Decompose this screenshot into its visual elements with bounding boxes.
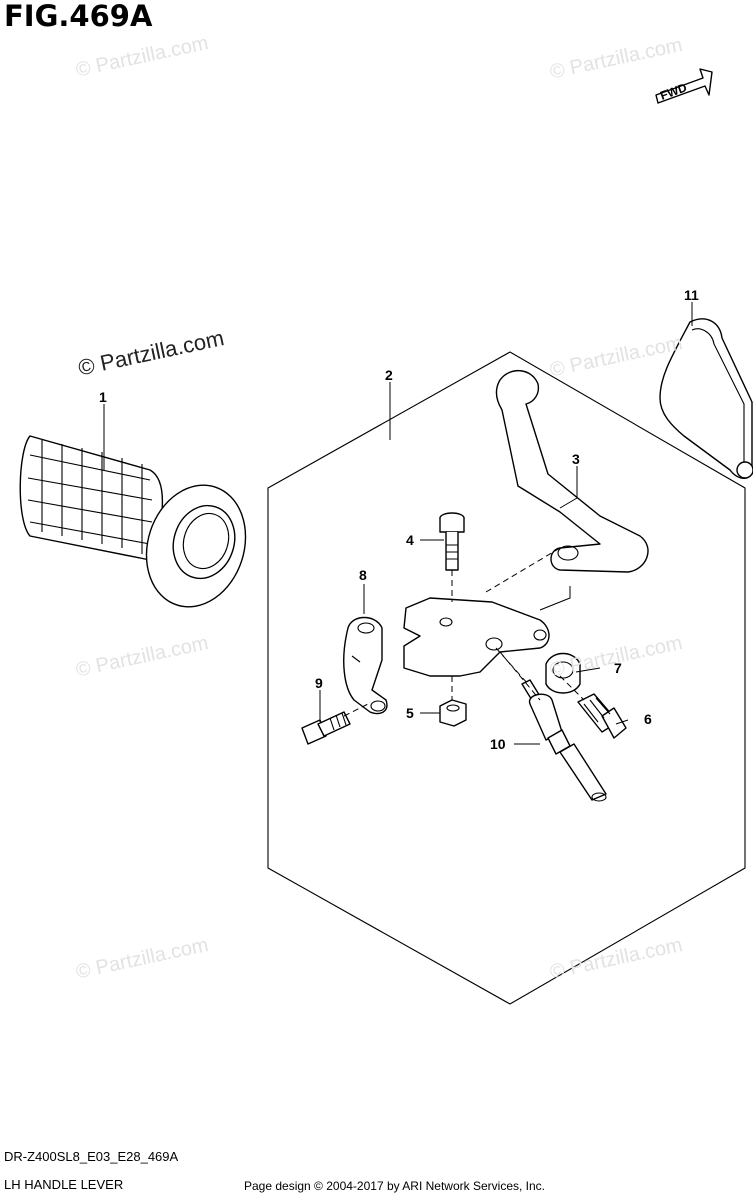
clamp-bolt-drawing xyxy=(301,711,351,745)
callout-8: 8 xyxy=(359,567,367,583)
callout-11: 11 xyxy=(684,287,699,303)
adjuster-nut-drawing xyxy=(545,652,581,694)
callout-1: 1 xyxy=(99,389,107,405)
callout-labels: 1 2 3 4 5 6 7 8 9 10 11 xyxy=(99,287,699,752)
callout-6: 6 xyxy=(644,711,652,727)
figure-title: FIG.469A xyxy=(4,0,153,33)
lever-cover-drawing xyxy=(659,318,753,480)
switch-drawing xyxy=(521,679,607,802)
callout-10: 10 xyxy=(490,736,506,752)
callout-9: 9 xyxy=(315,675,323,691)
callout-5: 5 xyxy=(406,705,414,721)
assembly-outline xyxy=(267,351,746,1005)
copyright-text: Page design © 2004-2017 by ARI Network S… xyxy=(244,1179,546,1193)
callout-3: 3 xyxy=(572,451,580,467)
figure-subtitle: LH HANDLE LEVER xyxy=(4,1177,124,1192)
lever-holder-drawing xyxy=(403,597,550,677)
nut-drawing xyxy=(439,699,467,727)
leader-lines xyxy=(103,302,693,745)
lever-drawing xyxy=(495,370,649,573)
holder-clamp-drawing xyxy=(343,616,388,715)
callout-7: 7 xyxy=(614,660,622,676)
callout-4: 4 xyxy=(406,532,414,548)
grip-drawing xyxy=(19,435,247,608)
fwd-arrow-icon: FWD xyxy=(655,68,713,104)
callout-2: 2 xyxy=(385,367,393,383)
cable-adjuster-drawing xyxy=(577,693,627,739)
fwd-label: FWD xyxy=(658,80,689,103)
figure-code: DR-Z400SL8_E03_E28_469A xyxy=(4,1149,179,1164)
pivot-bolt-drawing xyxy=(439,512,465,571)
